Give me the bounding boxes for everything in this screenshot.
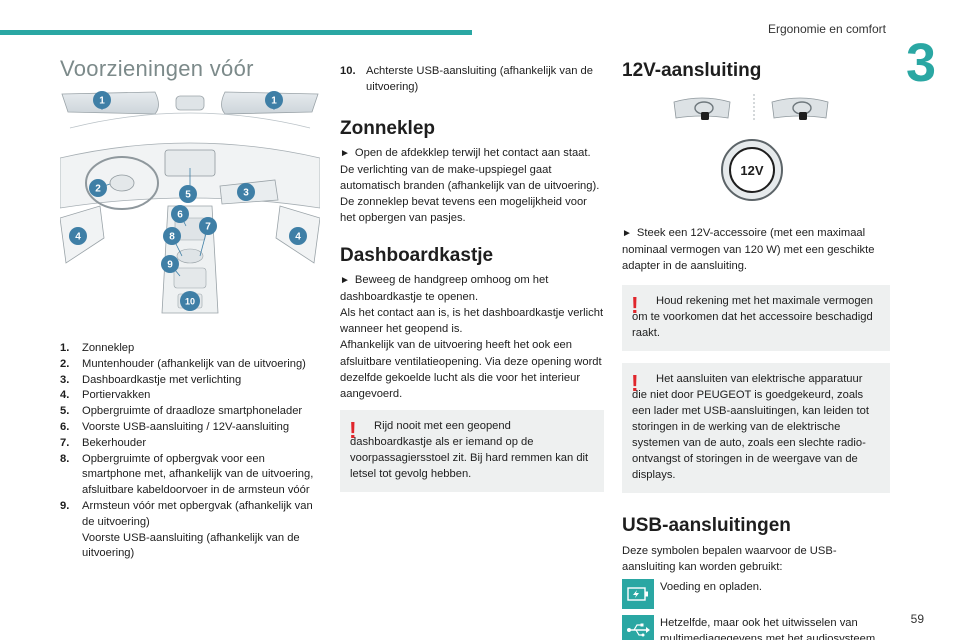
warning-box: ! Rijd nooit met een geopend dashboardka… — [340, 410, 604, 493]
section-title-zonneklep: Zonneklep — [340, 117, 436, 139]
warning-box: ! Houd rekening met het maximale vermoge… — [622, 284, 890, 351]
callout-10: 10 — [180, 291, 200, 311]
svg-text:4: 4 — [295, 232, 301, 243]
12v-paragraph: ►Steek een 12V-accessoire (met een maxim… — [622, 227, 875, 273]
callout-3: 3 — [237, 183, 255, 201]
12v-illustration: 12V — [673, 94, 829, 201]
feature-list-continued: 10.Achterste USB-aansluiting (afhankelij… — [340, 64, 604, 96]
section-title-voorzieningen: Voorzieningen vóór — [60, 56, 254, 81]
list-item: 3.Dashboardkastje met verlichting — [60, 373, 242, 386]
svg-text:10: 10 — [185, 297, 195, 307]
usb-symbol-row: Voeding en opladen. — [622, 579, 890, 610]
callout-1-left: 1 — [93, 91, 111, 109]
page-number: 59 — [910, 612, 924, 626]
dashboardkastje-paragraph: ►Beweeg de handgreep omhoog om het dashb… — [340, 273, 549, 303]
callout-2: 2 — [89, 179, 107, 197]
svg-text:1: 1 — [99, 96, 105, 107]
svg-text:7: 7 — [205, 222, 211, 233]
svg-text:6: 6 — [177, 210, 183, 221]
callout-7: 7 — [199, 217, 217, 235]
callout-5: 5 — [179, 185, 197, 203]
chapter-title: Ergonomie en comfort — [767, 22, 886, 36]
svg-text:9: 9 — [167, 260, 173, 271]
warning-box: ! Het aansluiten van elektrische apparat… — [622, 362, 890, 493]
section-title-12v: 12V-aansluiting — [622, 60, 762, 81]
list-item: 7.Bekerhouder — [60, 436, 147, 449]
battery-charging-icon — [622, 579, 654, 610]
dashboard-illustration: 1 1 2 3 4 4 5 6 7 8 9 10 — [60, 91, 320, 314]
usb-intro: Deze symbolen bepalen waarvoor de USB-aa… — [622, 544, 837, 573]
svg-text:1: 1 — [271, 96, 277, 107]
list-item: 4.Portiervakken — [60, 389, 151, 402]
bullet-arrow-icon: ► — [340, 274, 350, 286]
svg-text:5: 5 — [185, 190, 191, 201]
list-item: 9.Armsteun vóór met opbergvak (afhankeli… — [60, 499, 313, 560]
svg-text:12V: 12V — [740, 163, 763, 178]
zonneklep-paragraph: ►Open de afdekklep terwijl het contact a… — [340, 146, 600, 192]
chapter-number: 3 — [905, 33, 936, 93]
svg-text:2: 2 — [95, 184, 101, 195]
section-title-dashboardkastje: Dashboardkastje — [340, 244, 494, 266]
callout-8: 8 — [163, 227, 181, 245]
usb-symbol-row: Hetzelfde, maar ook het uitwisselen van … — [622, 615, 890, 640]
svg-text:3: 3 — [243, 188, 249, 199]
list-item: 6.Voorste USB-aansluiting / 12V-aansluit… — [60, 420, 290, 433]
list-item: 5.Opbergruimte of draadloze smartphonela… — [60, 405, 303, 418]
callout-1-right: 1 — [265, 91, 283, 109]
callout-9: 9 — [161, 255, 179, 273]
warning-exclamation-icon: ! — [349, 417, 357, 444]
12v-socket-icon: 12V — [721, 139, 783, 201]
callout-6: 6 — [171, 205, 189, 223]
dashboardkastje-paragraph: Als het contact aan is, is het dashboard… — [340, 307, 604, 336]
bullet-arrow-icon: ► — [622, 228, 632, 239]
bullet-arrow-icon: ► — [340, 147, 350, 159]
warning-exclamation-icon: ! — [631, 369, 639, 396]
header-accent-bar — [0, 30, 472, 35]
list-item: 8.Opbergruimte of opbergvak voor een sma… — [60, 452, 314, 497]
usb-symbol-icon — [622, 615, 654, 640]
svg-text:4: 4 — [75, 232, 81, 243]
callout-4-left: 4 — [69, 227, 87, 245]
feature-list: 1.Zonneklep 2.Muntenhouder (afhankelijk … — [60, 341, 325, 562]
list-item: 2.Muntenhouder (afhankelijk van de uitvo… — [60, 357, 306, 370]
zonneklep-paragraph: De zonneklep bevat tevens een mogelijkhe… — [340, 196, 587, 225]
callout-4-right: 4 — [289, 227, 307, 245]
list-item: 10.Achterste USB-aansluiting (afhankelij… — [340, 65, 593, 93]
warning-exclamation-icon: ! — [631, 291, 639, 318]
list-item: 1.Zonneklep — [60, 342, 135, 354]
section-title-usb: USB-aansluitingen — [622, 514, 791, 536]
svg-text:8: 8 — [169, 232, 175, 243]
dashboardkastje-paragraph: Afhankelijk van de uitvoering heeft het … — [340, 339, 602, 401]
